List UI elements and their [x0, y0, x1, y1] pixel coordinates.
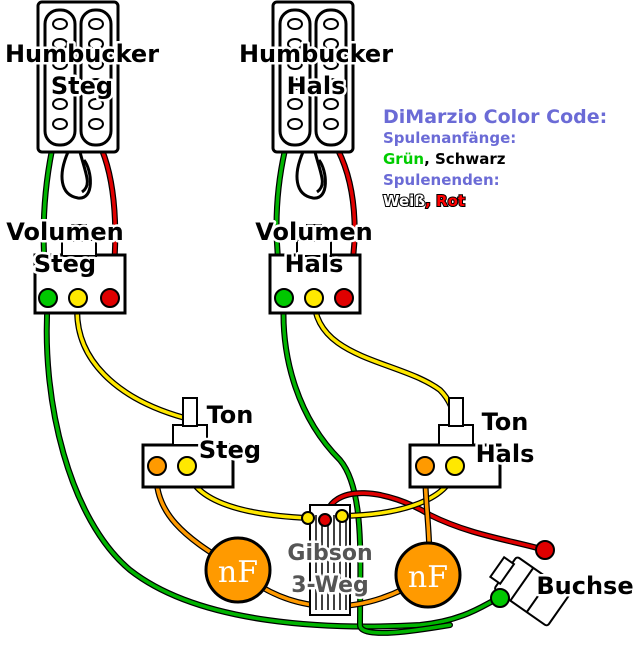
label-switch-2: 3-Weg [291, 573, 369, 598]
three-way-switch [301, 504, 351, 616]
label-vol-bridge-2: Steg [34, 250, 96, 278]
tone-bridge-lug-cap [147, 456, 167, 476]
label-humbucker-neck-1: Humbucker [239, 40, 393, 68]
legend-starts-label: Spulenanfänge: [383, 129, 516, 147]
legend-title: DiMarzio Color Code: [383, 106, 607, 128]
vol-bridge-lug-out [68, 288, 88, 308]
label-vol-bridge-1: Volumen [6, 218, 123, 246]
label-tone-bridge-2: Steg [199, 436, 261, 464]
volume-pot-neck [268, 224, 362, 315]
capacitor-neck: nF [394, 541, 462, 609]
vol-bridge-lug-in [100, 288, 120, 308]
capacitor-bridge: nF [204, 536, 272, 604]
humbucker-bridge [36, 0, 120, 200]
output-jack [488, 540, 570, 627]
label-humbucker-neck-2: Hals [287, 72, 346, 100]
tone-bridge-lug-signal [177, 456, 197, 476]
switch-lug-neck [335, 509, 349, 523]
capacitor-bridge-label: nF [218, 555, 258, 590]
volume-pot-bridge [33, 224, 127, 315]
capacitor-neck-label: nF [408, 560, 448, 595]
label-tone-neck-2: Hals [476, 440, 535, 468]
label-tone-neck-1: Ton [482, 408, 529, 436]
vol-neck-lug-out [304, 288, 324, 308]
green-wire-bridge [43, 295, 503, 630]
label-humbucker-bridge-2: Steg [51, 72, 113, 100]
legend-ends-label: Spulenenden: [383, 171, 500, 189]
component-labels: Humbucker Steg Humbucker Hals Volumen St… [2, 38, 636, 603]
jack-lug-sleeve [490, 588, 510, 608]
humbucker-neck [271, 0, 355, 200]
label-tone-bridge-1: Ton [207, 401, 254, 429]
switch-lug-bridge [301, 511, 315, 525]
legend-starts-black: , Schwarz [424, 150, 506, 168]
label-vol-neck-2: Hals [285, 250, 344, 278]
yellow-wire-bridge-tone [74, 295, 192, 469]
legend-starts: Grün, Schwarz [383, 150, 506, 168]
green-wire-neck [280, 295, 453, 636]
label-jack: Buchse [536, 572, 633, 600]
tone-neck-lug-signal [445, 456, 465, 476]
vol-neck-lug-in [334, 288, 354, 308]
vol-bridge-lug-ground [38, 288, 58, 308]
legend-ends-red: , Rot [425, 192, 465, 210]
legend-ends: Weiß, Rot [383, 192, 465, 210]
tone-pot-bridge [141, 397, 235, 489]
vol-neck-lug-ground [274, 288, 294, 308]
switch-lug-output [318, 513, 332, 527]
label-vol-neck-1: Volumen [255, 218, 372, 246]
color-legend: DiMarzio Color Code: Spulenanfänge: Grün… [381, 104, 610, 212]
label-switch-1: Gibson [287, 541, 372, 566]
yellow-wire-neck-tone [311, 295, 460, 469]
tone-pot-neck [408, 397, 502, 489]
legend-starts-green: Grün [383, 150, 424, 168]
legend-ends-white: Weiß [383, 192, 425, 210]
tone-neck-lug-cap [415, 456, 435, 476]
jack-lug-tip [535, 540, 555, 560]
label-humbucker-bridge-1: Humbucker [5, 40, 159, 68]
